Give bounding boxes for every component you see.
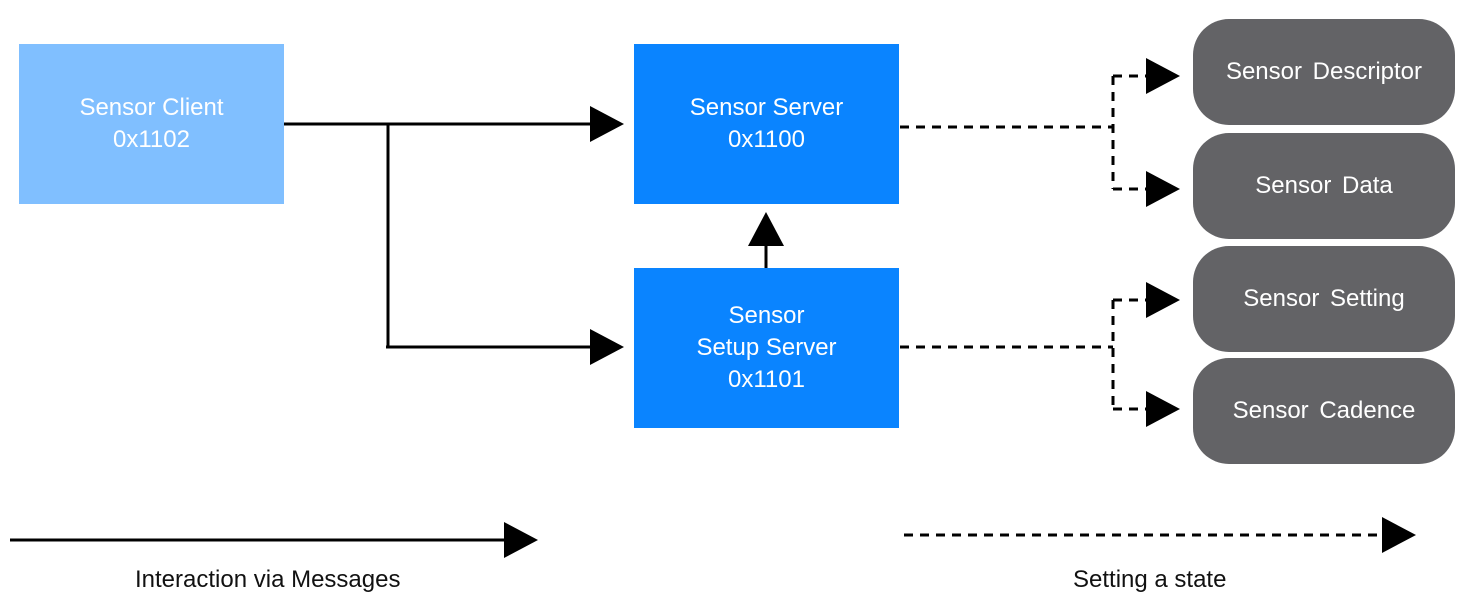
arrow-to-sensor-server — [590, 106, 624, 142]
sensor-client-id: 0x1102 — [113, 126, 190, 153]
state-sensor-data: Sensor Data — [1193, 133, 1455, 239]
arrow-to-data — [1146, 171, 1180, 207]
setup-server-id: 0x1101 — [728, 366, 805, 393]
arrow-setup-to-server — [748, 212, 784, 246]
arrow-to-setting — [1146, 282, 1180, 318]
arrow-to-setup-server — [590, 329, 624, 365]
state-sensor-setting: Sensor Setting — [1193, 246, 1455, 352]
state-connectors — [900, 74, 1146, 411]
sensor-client-name: Sensor Client — [79, 94, 224, 121]
legend-solid-label: Interaction via Messages — [135, 566, 401, 593]
arrow-to-cadence — [1146, 391, 1180, 427]
sensor-server-id: 0x1100 — [728, 126, 805, 153]
message-connectors — [284, 122, 768, 349]
legend-solid-arrow — [504, 522, 538, 558]
state-sensor-descriptor: Sensor Descriptor — [1193, 19, 1455, 125]
state-sensor-cadence: Sensor Cadence — [1193, 358, 1455, 464]
setup-server-name-line1: Sensor — [728, 302, 805, 329]
sensor-server-name: Sensor Server — [689, 94, 844, 121]
legend-dashed-label: Setting a state — [1073, 566, 1227, 593]
arrow-to-descriptor — [1146, 58, 1180, 94]
sensor-client-box: Sensor Client 0x1102 — [19, 44, 284, 204]
sensor-setup-server-box: Sensor Setup Server 0x1101 — [634, 268, 899, 428]
sensor-server-box: Sensor Server 0x1100 — [634, 44, 899, 204]
legend-dashed-arrow — [1382, 517, 1416, 553]
setup-server-name-line2: Setup Server — [696, 334, 837, 361]
